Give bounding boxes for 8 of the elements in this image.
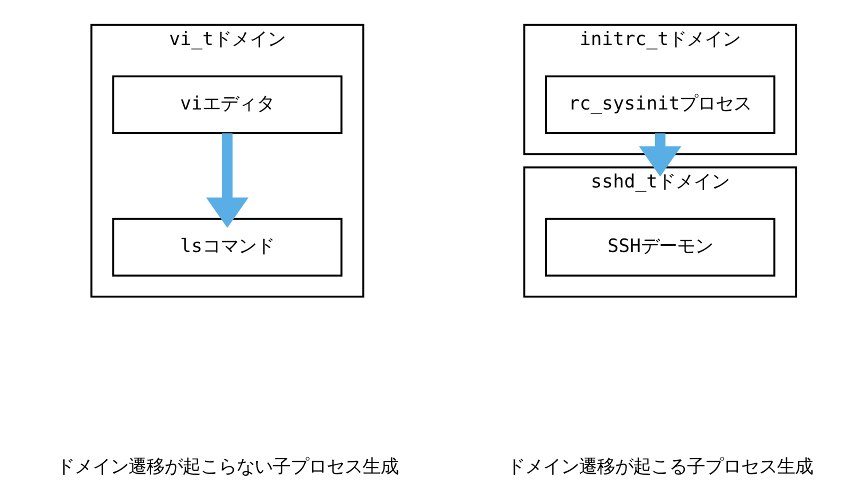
- arrow: [638, 132, 681, 176]
- node-box: rc_sysinitプロセス: [544, 74, 775, 134]
- arrow: [206, 132, 248, 228]
- label: ドメイン遷移が起こる子プロセス生成: [506, 456, 813, 477]
- node-box: lsコマンド: [112, 217, 342, 276]
- label: ドメイン遷移が起こらない子プロセス生成: [56, 456, 398, 477]
- node-box: viエディタ: [112, 74, 342, 134]
- node-box: SSHデーモン: [544, 217, 775, 276]
